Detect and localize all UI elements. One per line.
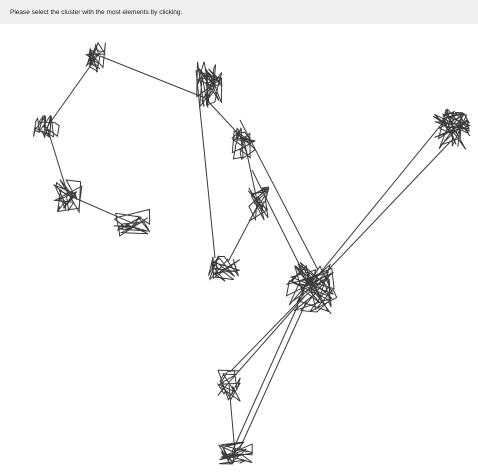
cluster-center-low-trace — [208, 255, 241, 282]
cluster-center-right[interactable] — [226, 114, 262, 166]
cluster-upper-left-trace — [33, 115, 60, 139]
cluster-mid-left[interactable] — [47, 172, 89, 218]
connector-line-9 — [239, 119, 319, 271]
connector-lines — [46, 55, 453, 454]
cluster-center-trace — [247, 186, 270, 222]
connector-line-14 — [237, 295, 306, 373]
cluster-top-center-trace — [196, 61, 223, 109]
connector-line-4 — [99, 55, 206, 99]
connector-line-13 — [229, 299, 301, 373]
cluster-lower-center[interactable] — [279, 256, 343, 320]
cluster-top-left[interactable] — [80, 36, 112, 80]
clusters — [33, 41, 472, 465]
cluster-center[interactable] — [240, 181, 276, 229]
instruction-bar: Please select the cluster with the most … — [0, 0, 478, 24]
cluster-hit-areas — [27, 36, 477, 470]
cluster-left-lower[interactable] — [107, 203, 157, 243]
cluster-drawing — [27, 36, 477, 470]
connector-line-16 — [239, 299, 308, 449]
cluster-canvas[interactable] — [0, 24, 478, 475]
connector-line-5 — [195, 69, 216, 259]
cluster-bottom-left-trace — [216, 369, 241, 402]
cluster-far-right-trace — [432, 108, 472, 150]
connector-line-15 — [231, 304, 299, 453]
connector-line-1 — [46, 57, 97, 128]
instruction-text: Please select the cluster with the most … — [10, 9, 183, 16]
cluster-top-left-trace — [84, 41, 106, 73]
cluster-center-low[interactable] — [202, 248, 246, 288]
cluster-center-right-trace — [231, 127, 257, 161]
cluster-upper-left[interactable] — [27, 109, 67, 145]
connector-line-3 — [67, 194, 133, 224]
cluster-lower-center-trace — [285, 261, 338, 315]
connector-line-2 — [46, 126, 69, 196]
cluster-left-lower-trace — [113, 208, 151, 237]
connector-line-12 — [315, 119, 446, 279]
cluster-mid-left-trace — [52, 179, 83, 214]
cluster-bottom-left[interactable] — [211, 361, 247, 409]
cluster-top-center[interactable] — [190, 54, 228, 114]
cluster-bottom[interactable] — [211, 436, 259, 470]
cluster-bottom-trace — [217, 441, 254, 465]
connector-line-11 — [310, 139, 453, 289]
cluster-far-right[interactable] — [427, 101, 477, 157]
